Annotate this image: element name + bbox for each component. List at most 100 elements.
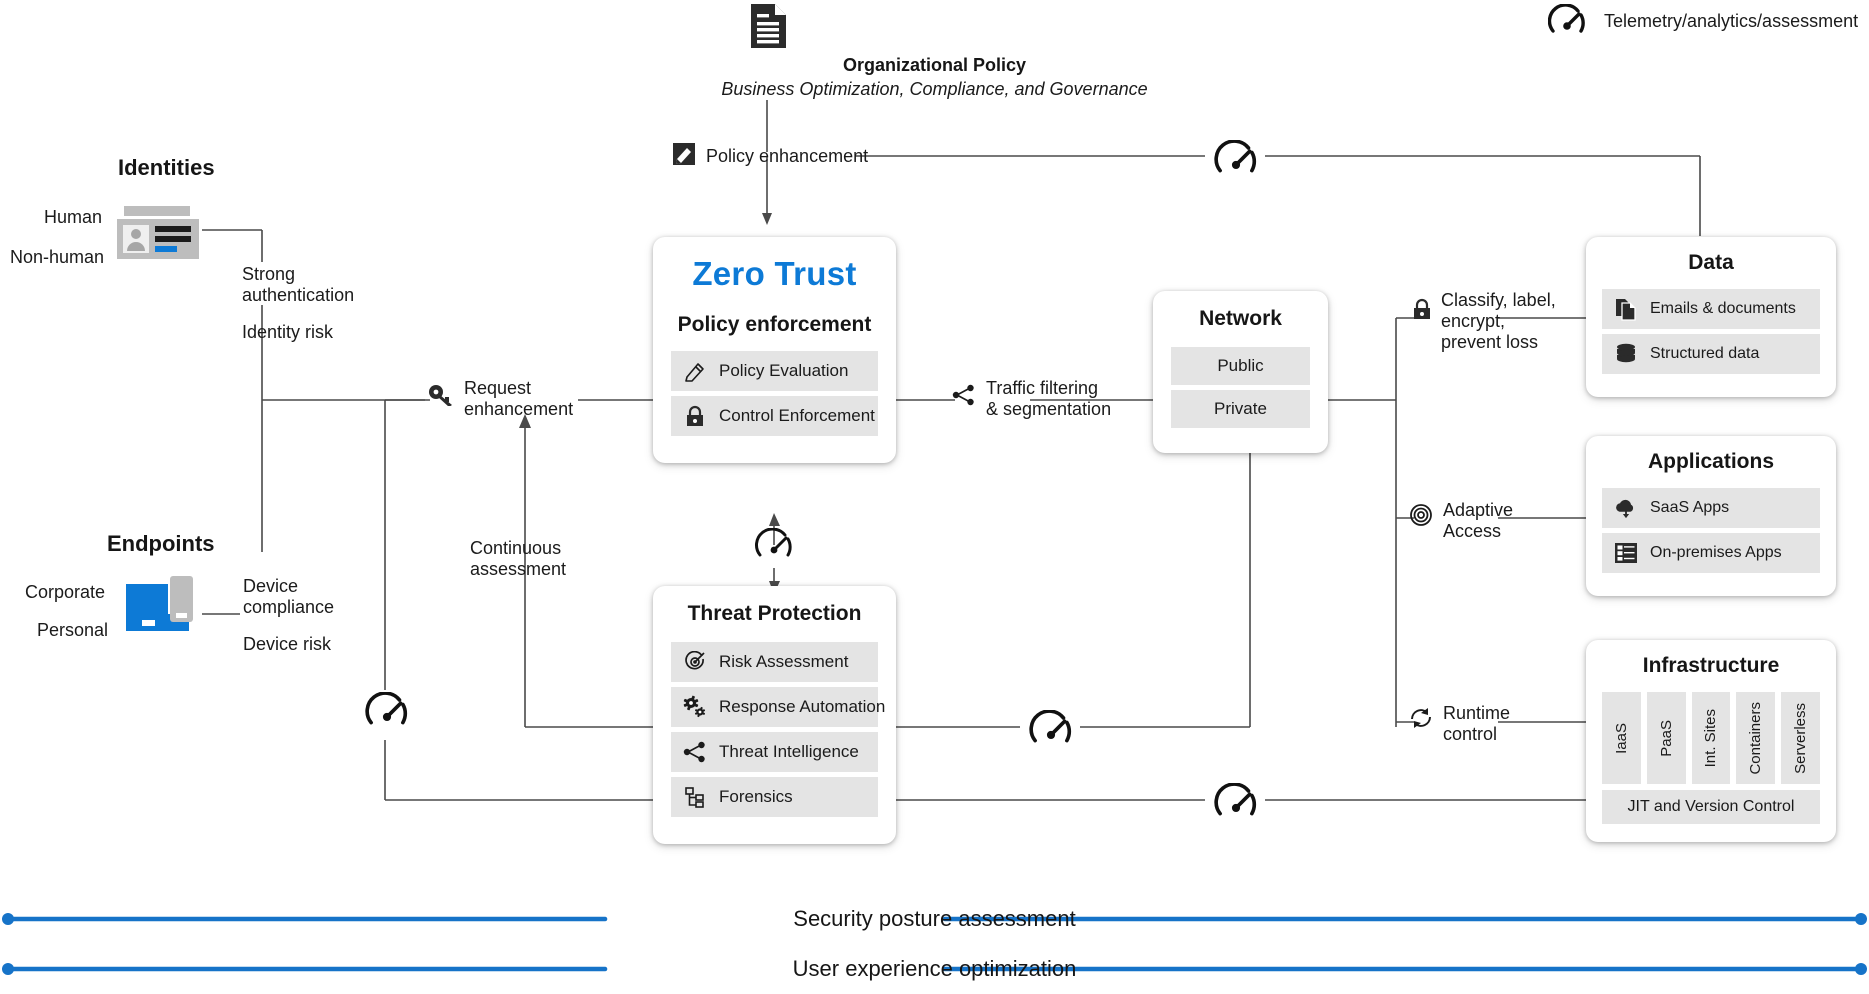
zero-trust-subtitle: Policy enforcement [677,313,872,336]
identity-type-human: Human [44,207,103,227]
zt-row-control-enforcement[interactable]: Control Enforcement [671,396,878,436]
identity-signal-strong-auth: Strong authentication [242,264,355,306]
org-policy-subtitle: Business Optimization, Compliance, and G… [721,79,1148,99]
request-enhancement-node: Request enhancement [428,378,573,420]
infra-col-containers[interactable]: Containers [1736,692,1776,784]
telemetry-gauge-icon [1207,139,1265,179]
identity-signal-identity-risk: Identity risk [242,322,334,342]
classify-label: Classify, label, encrypt, prevent loss [1441,290,1556,353]
threat-protection-card: Threat Protection Risk Assessment [653,586,896,844]
network-row-public[interactable]: Public [1171,347,1310,385]
tp-row-label: Forensics [719,787,793,806]
document-icon [748,2,788,55]
zt-row-label: Policy Evaluation [719,361,849,380]
continuous-assessment-label: Continuous assessment [470,538,567,580]
request-enhancement-label: Request enhancement [464,378,574,420]
fingerprint-icon [1408,502,1434,533]
forensics-tree-icon [683,785,707,809]
zero-trust-brand: Zero Trust [692,255,857,292]
endpoint-signal-device-compliance: Device compliance [243,576,335,618]
infra-col-serverless[interactable]: Serverless [1781,692,1820,784]
pencil-icon [683,359,707,383]
infrastructure-card: Infrastructure IaaS PaaS Int. Sites Cont… [1586,640,1836,842]
key-icon [428,384,454,411]
tp-row-forensics[interactable]: Forensics [671,777,878,817]
server-rack-icon [1614,541,1638,565]
gears-icon [683,695,707,719]
data-row-label: Emails & documents [1650,300,1796,317]
legend-label: Telemetry/analytics/assessment [1604,11,1859,31]
infra-col-label: IaaS [1612,722,1630,754]
network-row-private[interactable]: Private [1171,390,1310,428]
telemetry-gauge-icon [1207,782,1265,822]
endpoint-type-corporate: Corporate [25,582,106,602]
zt-row-policy-evaluation[interactable]: Policy Evaluation [671,351,878,391]
network-row-label: Private [1214,399,1267,418]
traffic-filtering-label: Traffic filtering & segmentation [986,378,1112,420]
bottom-bar-label-user-experience: User experience optimization [792,956,1077,981]
network-title: Network [1199,307,1282,330]
tp-row-response-automation[interactable]: Response Automation [671,687,885,727]
laptop-phone-icon [126,576,202,643]
bottom-bar-label-security-posture: Security posture assessment [793,906,1076,931]
share-nodes-icon [952,384,976,411]
endpoints-heading: Endpoints [107,531,215,556]
infra-col-iaas[interactable]: IaaS [1602,692,1641,784]
lock-icon [1412,298,1432,325]
zero-trust-card: Zero Trust Policy enforcement Policy Eva… [653,237,896,463]
runtime-control-node: Runtime control [1408,703,1510,745]
network-row-label: Public [1217,356,1264,375]
apps-row-saas[interactable]: SaaS Apps [1602,488,1820,528]
applications-card: Applications SaaS Apps [1586,436,1836,596]
identity-type-nonhuman: Non-human [10,247,105,267]
threat-protection-title: Threat Protection [687,602,862,625]
infra-col-label: Serverless [1792,702,1810,774]
telemetry-gauge-icon [1547,3,1586,39]
infra-row-label: JIT and Version Control [1627,798,1795,815]
tp-row-label: Threat Intelligence [719,742,859,761]
applications-title: Applications [1647,450,1774,473]
legend: Telemetry/analytics/assessment [1547,3,1859,39]
documents-icon [1614,297,1638,321]
adaptive-access-label: Adaptive Access [1443,500,1514,542]
infra-col-label: PaaS [1657,719,1675,757]
data-card: Data Emails & documents [1586,237,1836,397]
infrastructure-columns: IaaS PaaS Int. Sites Containers Serverle… [1602,692,1820,784]
tp-row-label: Response Automation [719,697,886,716]
telemetry-gauge-icon [748,527,800,563]
classify-node: Classify, label, encrypt, prevent loss [1412,290,1556,354]
endpoint-type-personal: Personal [37,620,109,640]
runtime-control-label: Runtime control [1443,703,1511,745]
tp-row-risk-assessment[interactable]: Risk Assessment [671,642,878,682]
cloud-download-icon [1614,496,1638,520]
data-row-emails-documents[interactable]: Emails & documents [1602,289,1820,329]
org-policy-title: Organizational Policy [842,55,1027,75]
endpoint-signal-device-risk: Device risk [243,634,332,654]
lock-icon [683,404,707,428]
tp-row-threat-intelligence[interactable]: Threat Intelligence [671,732,878,772]
infra-row-jit[interactable]: JIT and Version Control [1602,790,1820,824]
apps-row-label: On-premises Apps [1650,544,1782,561]
telemetry-gauge-icon [1022,709,1080,749]
tp-row-label: Risk Assessment [719,652,849,671]
policy-edit-icon [672,142,696,171]
refresh-icon [1408,706,1434,735]
telemetry-gauge-icon [358,691,416,731]
apps-row-label: SaaS Apps [1650,499,1730,516]
policy-enhancement-label: Policy enhancement [706,146,869,166]
share-nodes-icon [683,740,707,764]
target-icon [683,650,707,674]
identity-card-icon [117,206,203,265]
apps-row-onpremises[interactable]: On-premises Apps [1602,533,1820,573]
infra-col-paas[interactable]: PaaS [1646,692,1686,784]
traffic-filtering-node: Traffic filtering & segmentation [952,378,1111,420]
data-row-structured-data[interactable]: Structured data [1602,334,1820,374]
infra-col-int-sites[interactable]: Int. Sites [1691,692,1731,784]
database-icon [1614,342,1638,366]
infra-col-label: Containers [1747,701,1765,775]
policy-enhancement-node: Policy enhancement [672,142,868,171]
network-card: Network Public Private [1153,291,1328,453]
zt-row-label: Control Enforcement [719,406,875,425]
infrastructure-title: Infrastructure [1642,654,1780,677]
